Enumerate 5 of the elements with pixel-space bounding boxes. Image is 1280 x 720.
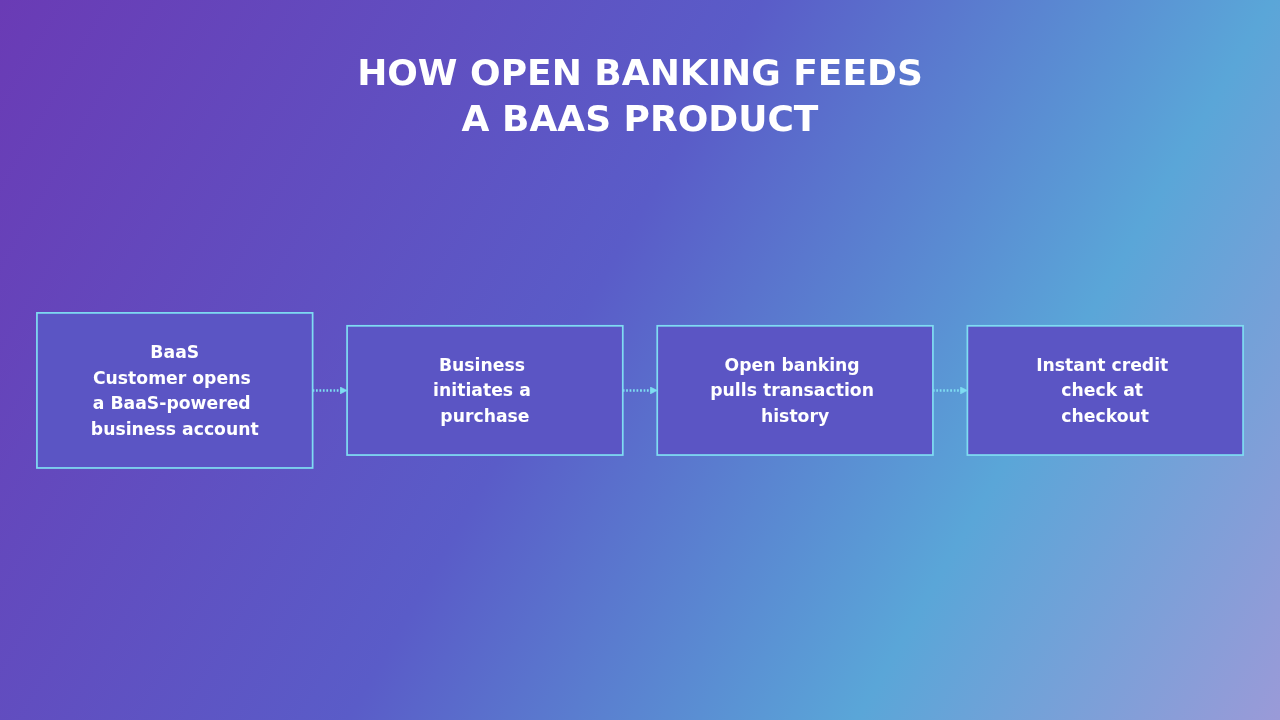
title: HOW OPEN BANKING FEEDS A BAAS PRODUCT [356,51,924,141]
node-box: BaaS Customer opens a BaaS-powered business account [36,311,314,469]
node-box: Business initiates a purchase [346,324,624,456]
node-box: Instant credit check at checkout [966,324,1244,456]
node-box: Open banking pulls transaction history [656,324,934,456]
